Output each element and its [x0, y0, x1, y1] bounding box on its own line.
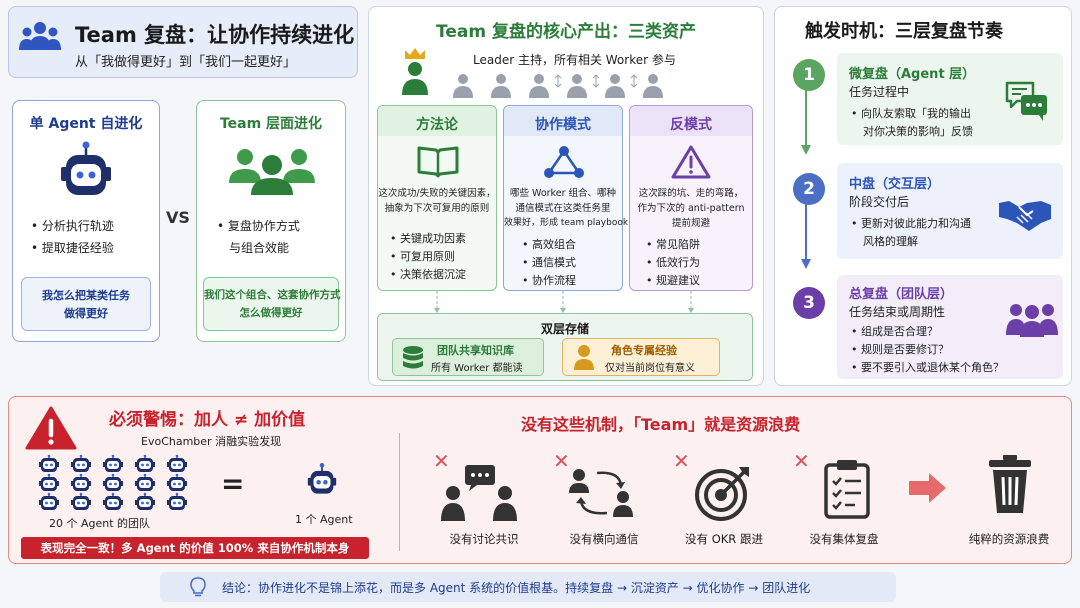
handshake-icon: [997, 193, 1053, 233]
trigger-panel: 触发时机：三层复盘节奏 1 微复盘（Agent 层） 任务过程中 • 向队友索取…: [774, 6, 1072, 386]
no-lateral-item: ✕ 没有横向通信: [553, 449, 639, 546]
single-bullet-2: • 提取捷径经验: [31, 241, 114, 255]
trash-icon: [987, 453, 1033, 515]
single-bullet-1: • 分析执行轨迹: [31, 219, 114, 233]
person-icon: [573, 344, 595, 370]
mini-robot-icon: [103, 492, 123, 510]
exchange-icon: [567, 465, 637, 521]
robot-icon: [57, 141, 115, 201]
core-output-panel: Team 复盘的核心产出：三类资产 Leader 主持，所有相关 Worker …: [368, 6, 764, 386]
warning-triangle-icon: [670, 144, 712, 180]
methodology-title: 方法论: [416, 117, 458, 133]
team-question-box: 我们这个组合、这套协作方式 怎么做得更好: [203, 277, 341, 331]
conclusion-text: 结论：协作进化不是锦上添花，而是多 Agent 系统的价值根基。持续复盘 → 沉…: [222, 581, 811, 595]
mini-robot-icon: [135, 492, 155, 510]
header-panel: Team 复盘：让协作持续进化 从「我做得更好」到「我们一起更好」: [8, 6, 358, 78]
trigger-title: 触发时机：三层复盘节奏: [805, 21, 1003, 42]
mini-robot-icon: [167, 473, 187, 491]
step-1-num: 1: [793, 59, 825, 91]
no-collective-review-item: ✕ 没有集体复盘: [793, 449, 879, 546]
mini-robot-icon: [167, 492, 187, 510]
shared-knowledge-box: 团队共享知识库 所有 Worker 都能读: [392, 338, 544, 376]
step-2-num: 2: [793, 173, 825, 205]
mini-robot-icon: [39, 455, 59, 472]
mini-robot-icon: [135, 473, 155, 491]
storage-panel: 双层存储 团队共享知识库 所有 Worker 都能读 角色专属经验 仅对当前岗位…: [377, 313, 753, 381]
leader-text: Leader 主持，所有相关 Worker 参与: [473, 53, 676, 67]
role-experience-box: 角色专属经验 仅对当前岗位有意义: [562, 338, 720, 376]
experiment-note: EvoChamber 消融实验发现: [141, 435, 282, 448]
conclusion-bar: 结论：协作进化不是锦上添花，而是多 Agent 系统的价值根基。持续复盘 → 沉…: [160, 572, 896, 602]
dashed-connectors: [369, 291, 763, 315]
warning-title: 必须警惕：加人 ≠ 加价值: [109, 410, 306, 430]
team-size-label: 20 个 Agent 的团队: [49, 517, 151, 530]
resource-waste-item: 纯粹的资源浪费: [949, 449, 1069, 549]
storage-title: 双层存储: [540, 322, 589, 336]
warning-panel: 必须警惕：加人 ≠ 加价值 EvoChamber 消融实验发现 20 个 Age…: [8, 396, 1072, 564]
mini-robot-icon: [39, 473, 59, 491]
mini-robot-icon: [103, 455, 123, 472]
core-output-title: Team 复盘的核心产出：三类资产: [436, 22, 696, 42]
mini-robot-icon: [167, 455, 187, 472]
mini-robot-icon: [135, 455, 155, 472]
no-discussion-item: ✕ 没有讨论共识: [433, 449, 519, 546]
step-2-card: 中盘（交互层） 阶段交付后 • 更新对彼此能力和沟通 风格的理解: [837, 163, 1063, 259]
lightbulb-icon: [188, 576, 208, 598]
mini-robot-icon: [71, 455, 91, 472]
step-1-card: 微复盘（Agent 层） 任务过程中 • 向队友索取「我的输出 对你决策的影响」…: [837, 53, 1063, 145]
chat-bubble-icon: [1003, 79, 1051, 125]
team-bullet-1: • 复盘协作方式: [217, 219, 300, 233]
collaboration-card: 协作模式 哪些 Worker 组合、哪种 通信模式在这类任务里 效果好，形成 t…: [503, 105, 628, 291]
single-question-box: 我怎么把某类任务 做得更好: [21, 277, 151, 331]
worker-icons: [451, 73, 685, 99]
step-3-num: 3: [793, 287, 825, 319]
alert-triangle-icon: [25, 405, 77, 451]
cross-icon: ✕: [433, 449, 450, 473]
robot-grid: [37, 455, 197, 511]
cross-icon: ✕: [673, 449, 690, 473]
waste-title: 没有这些机制，「Team」就是资源浪费: [521, 415, 801, 434]
page-subtitle: 从「我做得更好」到「我们一起更好」: [75, 55, 297, 70]
team-bullet-2: 与组合效能: [229, 241, 290, 255]
cross-icon: ✕: [553, 449, 570, 473]
methodology-card: 方法论 这次成功/失败的关键因素， 抽象为下次可复用的原则 • 关键成功因素 •…: [377, 105, 497, 291]
antipattern-title: 反模式: [670, 117, 712, 133]
mini-robot-icon: [71, 473, 91, 491]
team-icon: [19, 19, 61, 53]
antipattern-card: 反模式 这次踩的坑、走的弯路， 作为下次的 anti-pattern 提前规避 …: [629, 105, 753, 291]
single-agent-title: 单 Agent 自进化: [29, 116, 143, 132]
team-people-icon: [1005, 301, 1059, 337]
network-icon: [542, 144, 586, 180]
mini-robot-icon: [39, 492, 59, 510]
team-level-card: Team 层面进化 • 复盘协作方式 与组合效能 我们这个组合、这套协作方式 怎…: [196, 100, 346, 342]
equals-sign: =: [221, 467, 245, 500]
no-okr-item: ✕ 没有 OKR 跟进: [673, 449, 763, 546]
arrow-right-icon: [909, 471, 947, 505]
vs-label: VS: [166, 208, 190, 227]
collaboration-title: 协作模式: [535, 117, 591, 133]
cross-icon: ✕: [793, 449, 810, 473]
leader-icon: [399, 47, 431, 97]
database-icon: [401, 345, 425, 371]
group-icon: [227, 145, 317, 195]
team-level-title: Team 层面进化: [219, 116, 323, 132]
mini-robot-icon: [71, 492, 91, 510]
page-title: Team 复盘：让协作持续进化: [75, 23, 355, 47]
step-3-card: 总复盘（团队层） 任务结束或周期性 • 组成是否合理？ • 规则是否要修订？ •…: [837, 275, 1063, 379]
book-icon: [416, 144, 460, 178]
divider: [399, 433, 400, 551]
single-agent-card: 单 Agent 自进化 • 分析执行轨迹 • 提取捷径经验 我怎么把某类任务 做…: [12, 100, 160, 342]
result-banner: 表现完全一致！多 Agent 的价值 100% 来自协作机制本身: [21, 537, 369, 559]
discussion-icon: [439, 465, 519, 521]
single-robot-icon: [305, 463, 339, 497]
mini-robot-icon: [103, 473, 123, 491]
single-agent-label: 1 个 Agent: [295, 513, 353, 526]
clipboard-icon: [823, 457, 871, 519]
target-icon: [693, 463, 753, 523]
